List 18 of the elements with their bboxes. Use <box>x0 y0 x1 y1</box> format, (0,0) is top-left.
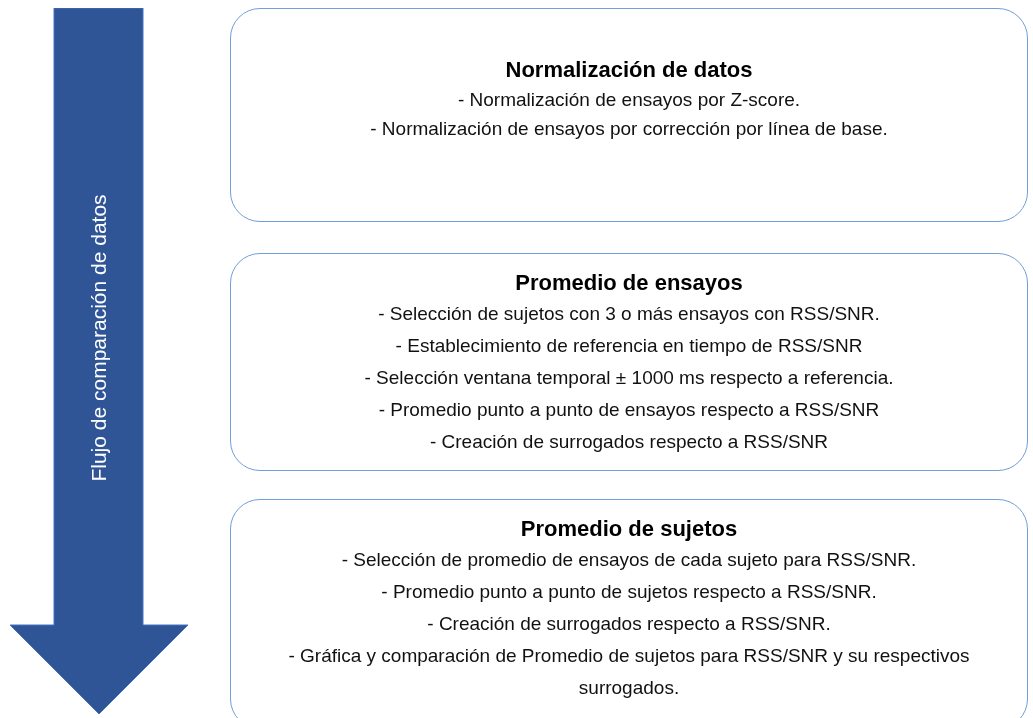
bullet-item: - Selección de sujetos con 3 o más ensayos con RSS/SNR. <box>378 302 880 326</box>
bullet-item: - Creación de surrogados respecto a RSS/SNR. <box>427 612 831 636</box>
process-box <box>230 253 1028 471</box>
bullet-item: - Selección de promedio de ensayos de cada sujeto para RSS/SNR. <box>341 548 917 572</box>
bullet-item: - Gráfica y comparación de Promedio de sujetos para RSS/SNR y su respectivos surrogados. <box>287 644 971 700</box>
bullet-item: - Promedio punto a punto de sujetos respecto a RSS/SNR. <box>381 580 877 604</box>
bullet-item: - Normalización de ensayos por corrección por línea de base. <box>370 117 888 141</box>
box-heading: Promedio de sujetos <box>520 515 738 543</box>
bullet-item: - Establecimiento de referencia en tiempo de RSS/SNR <box>395 334 863 358</box>
bullet-item: - Selección ventana temporal ± 1000 ms respecto a referencia. <box>364 366 894 390</box>
arrow-label: Flujo de comparación de datos <box>87 194 111 482</box>
box-heading: Promedio de ensayos <box>515 269 743 297</box>
box-heading: Normalización de datos <box>505 56 753 84</box>
bullet-item: - Creación de surrogados respecto a RSS/SNR <box>429 430 829 454</box>
bullet-item: - Promedio punto a punto de ensayos respecto a RSS/SNR <box>378 398 880 422</box>
process-box <box>230 8 1028 222</box>
process-box <box>230 499 1028 718</box>
bullet-item: - Normalización de ensayos por Z-score. <box>457 88 801 112</box>
